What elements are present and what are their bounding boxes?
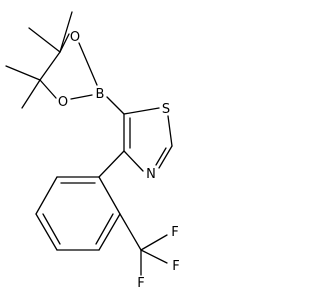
- atom-fluorine-1: F: [171, 225, 178, 240]
- atom-oxygen-1: O: [70, 30, 80, 45]
- bond-c4-aryl: [98, 150, 125, 178]
- bond-cf3-f1: [140, 234, 168, 251]
- bond-cf3-f2: [140, 249, 168, 264]
- bond-ar5-ar6-inner: [95, 213, 114, 245]
- molecule-drawing: O O B S N F F F: [5, 11, 180, 291]
- bond-n-c4: [123, 150, 144, 172]
- atom-sulfur: S: [162, 102, 170, 117]
- bond-c2-n: [158, 145, 173, 169]
- bond-c2-me4: [21, 79, 41, 109]
- bond-ar3-ar4-inner: [42, 213, 61, 245]
- atom-nitrogen: N: [146, 167, 156, 182]
- bond-c1-me2: [28, 27, 61, 53]
- atom-oxygen-2: O: [58, 95, 68, 110]
- bond-c1-me1: [59, 11, 73, 53]
- bond-c2-me3: [5, 65, 41, 81]
- bond-b-o1: [78, 42, 98, 86]
- bond-s-c2: [167, 115, 173, 147]
- bond-b-c5: [106, 96, 125, 115]
- bond-ar5-ar6: [98, 213, 121, 251]
- structure-canvas: O O B S N F F F: [5, 11, 180, 291]
- bond-ar3-ar4: [35, 213, 58, 251]
- bond-ar6-cf3: [119, 213, 142, 251]
- bond-ar6-ar1: [98, 176, 121, 215]
- bond-c5-s: [123, 107, 160, 115]
- bond-c2-o2: [39, 79, 57, 99]
- atom-fluorine-3: F: [137, 276, 144, 291]
- atom-boron: B: [96, 87, 105, 102]
- bond-c1-c2: [39, 51, 61, 81]
- bond-c2-n-inner: [155, 147, 167, 166]
- bond-o2-b: [70, 94, 93, 100]
- bond-ar2-ar3: [35, 176, 58, 215]
- atom-fluorine-2: F: [172, 259, 179, 274]
